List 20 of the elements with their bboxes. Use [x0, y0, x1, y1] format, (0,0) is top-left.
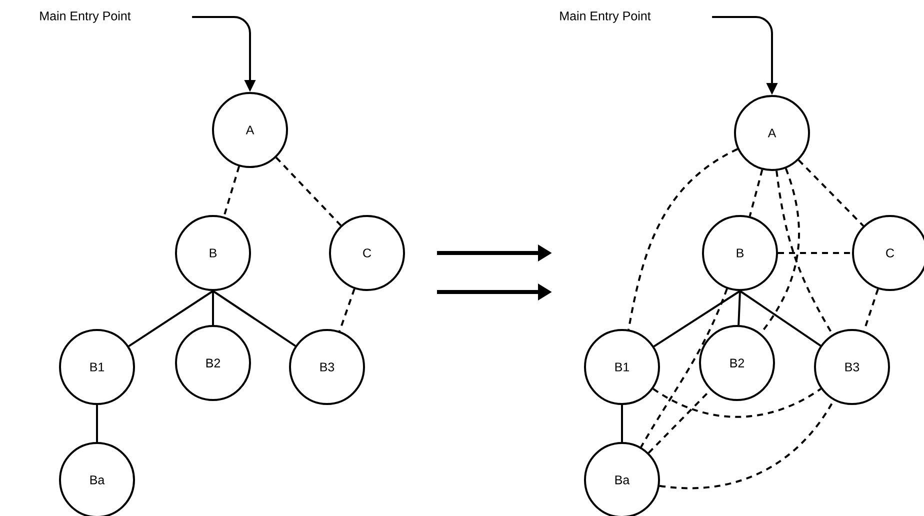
connector [212, 290, 296, 347]
connector [128, 290, 214, 347]
connector [628, 148, 738, 330]
entry-label: Main Entry Point [560, 11, 651, 23]
connector [621, 405, 623, 442]
connector [798, 159, 864, 227]
connector [96, 405, 98, 442]
connector [653, 290, 741, 348]
connector [223, 166, 240, 217]
connector [212, 291, 214, 325]
connector [275, 156, 342, 226]
entry-label: Main Entry Point [40, 11, 131, 23]
connector [778, 252, 852, 254]
connector [748, 169, 764, 217]
connector [640, 288, 728, 448]
connector [338, 288, 356, 332]
connector [863, 288, 879, 332]
connector [739, 290, 822, 346]
connector [652, 388, 822, 418]
connector [738, 290, 741, 326]
